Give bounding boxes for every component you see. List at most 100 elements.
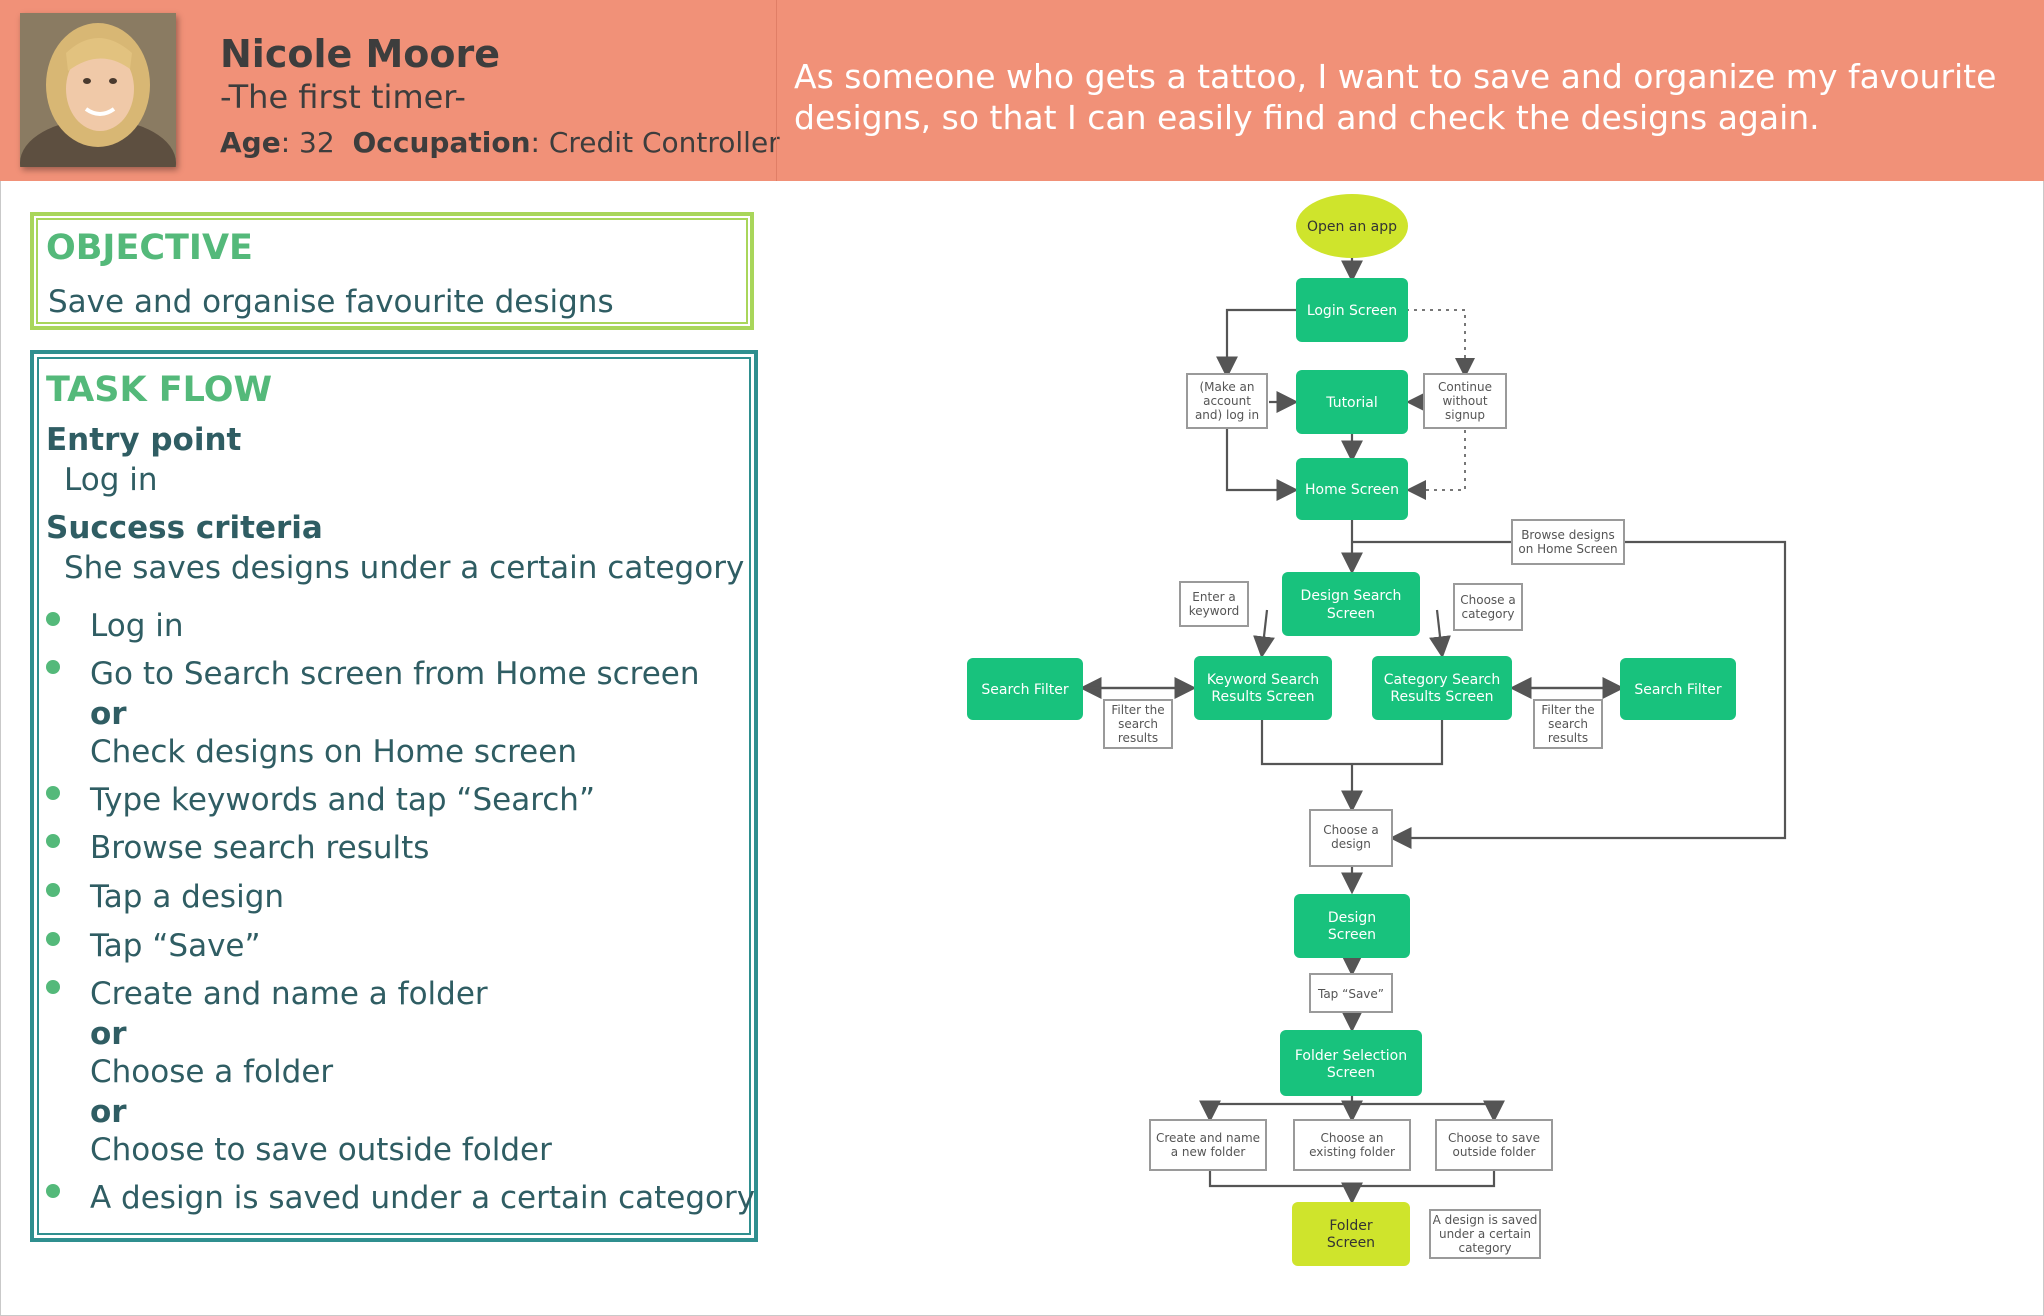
step-item: Check designs on Home screen <box>90 734 577 770</box>
step-item: Log in <box>90 608 184 644</box>
node-design-search-label: Screen <box>1327 606 1375 622</box>
persona-photo <box>20 13 176 167</box>
bullet-icon <box>46 834 60 848</box>
node-design-screen-label: Design <box>1328 910 1376 926</box>
objective-card: OBJECTIVE Save and organise favourite de… <box>30 212 754 330</box>
note-line: category <box>1461 607 1514 621</box>
note-line: outside folder <box>1453 1145 1536 1159</box>
note-create-folder: Create and name a new folder <box>1149 1119 1267 1171</box>
node-design-search-screen: Design Search Screen <box>1282 572 1420 636</box>
note-enter-keyword: Enter a keyword <box>1179 581 1249 627</box>
node-search-filter-label: Search Filter <box>981 682 1068 698</box>
note-line: existing folder <box>1309 1145 1395 1159</box>
success-criteria-value: She saves designs under a certain catego… <box>64 550 745 586</box>
persona-header: Nicole Moore -The first timer- Age: 32 O… <box>0 0 2044 181</box>
objective-title: OBJECTIVE <box>46 228 253 268</box>
or-label: or <box>90 1094 127 1130</box>
note-line: Browse designs <box>1521 528 1615 542</box>
age-value: : 32 <box>280 126 335 159</box>
bullet-icon <box>46 1184 60 1198</box>
note-line: (Make an <box>1199 380 1254 394</box>
step-item: Browse search results <box>90 830 430 866</box>
note-line: Choose an <box>1320 1131 1383 1145</box>
node-open-app-label: Open an app <box>1307 219 1397 235</box>
note-line: category <box>1458 1241 1511 1255</box>
note-choose-design: Choose a design <box>1309 809 1393 867</box>
note-line: Choose to save <box>1448 1131 1540 1145</box>
occupation-value: : Credit Controller <box>530 126 780 159</box>
node-keyword-results-label: Results Screen <box>1211 689 1314 705</box>
header-divider <box>776 0 777 181</box>
note-line: keyword <box>1189 604 1240 618</box>
occupation-label: Occupation <box>352 126 531 159</box>
node-design-search-label: Design Search <box>1301 588 1402 604</box>
node-folder-selection: Folder Selection Screen <box>1280 1030 1422 1096</box>
bullet-icon <box>46 980 60 994</box>
note-line: A design is saved <box>1433 1213 1538 1227</box>
note-line: Choose a <box>1460 593 1515 607</box>
note-continue-without: Continue without signup <box>1423 373 1507 429</box>
note-line: Filter the <box>1541 703 1594 717</box>
step-item: Tap a design <box>90 879 285 915</box>
bullet-icon <box>46 660 60 674</box>
node-category-results-label: Category Search <box>1384 672 1501 688</box>
step-item: Choose a folder <box>90 1054 334 1090</box>
task-flow-card: TASK FLOW Entry point Log in Success cri… <box>30 350 758 1242</box>
node-folder-screen-label: Screen <box>1327 1235 1375 1251</box>
task-flow-title: TASK FLOW <box>46 370 273 410</box>
node-tutorial: Tutorial <box>1296 370 1408 434</box>
entry-point-value: Log in <box>64 462 158 498</box>
note-line: Choose a <box>1323 823 1378 837</box>
node-home-label: Home Screen <box>1305 482 1399 498</box>
bullet-icon <box>46 786 60 800</box>
step-item: Go to Search screen from Home screen <box>90 656 700 692</box>
or-label: or <box>90 696 127 732</box>
note-save-outside: Choose to save outside folder <box>1435 1119 1553 1171</box>
node-category-results: Category Search Results Screen <box>1372 656 1512 720</box>
step-item: A design is saved under a certain catego… <box>90 1180 756 1216</box>
node-folder-screen-label: Folder <box>1329 1218 1373 1234</box>
step-item: Tap “Save” <box>90 928 261 964</box>
or-label: or <box>90 1016 127 1052</box>
note-line: results <box>1118 731 1158 745</box>
persona-name: Nicole Moore <box>220 32 501 76</box>
entry-point-label: Entry point <box>46 422 242 458</box>
node-folder-selection-label: Screen <box>1327 1065 1375 1081</box>
note-line: signup <box>1445 408 1485 422</box>
node-home-screen: Home Screen <box>1296 458 1408 520</box>
note-make-account: (Make an account and) log in <box>1186 373 1268 429</box>
node-login-screen: Login Screen <box>1296 278 1408 342</box>
note-choose-category: Choose a category <box>1453 583 1523 631</box>
note-browse-home: Browse designs on Home Screen <box>1511 519 1625 565</box>
note-line: search <box>1118 717 1158 731</box>
node-search-filter-left: Search Filter <box>967 658 1083 720</box>
node-search-filter-right: Search Filter <box>1620 658 1736 720</box>
step-item: Choose to save outside folder <box>90 1132 552 1168</box>
persona-tagline: -The first timer- <box>220 78 466 116</box>
note-line: a new folder <box>1171 1145 1246 1159</box>
note-filter-left: Filter the search results <box>1103 699 1173 749</box>
note-line: without <box>1442 394 1487 408</box>
note-line: design <box>1331 837 1371 851</box>
node-keyword-results: Keyword Search Results Screen <box>1194 656 1332 720</box>
note-line: Filter the <box>1111 703 1164 717</box>
step-item: Create and name a folder <box>90 976 488 1012</box>
node-folder-selection-label: Folder Selection <box>1295 1048 1407 1064</box>
note-line: Create and name <box>1156 1131 1260 1145</box>
node-open-app: Open an app <box>1296 194 1408 258</box>
persona-meta: Age: 32 Occupation: Credit Controller <box>220 126 780 159</box>
user-story: As someone who gets a tattoo, I want to … <box>794 57 1997 137</box>
note-tap-save: Tap “Save” <box>1309 973 1393 1013</box>
node-keyword-results-label: Keyword Search <box>1207 672 1319 688</box>
note-line: results <box>1548 731 1588 745</box>
age-label: Age <box>220 126 281 159</box>
bullet-icon <box>46 932 60 946</box>
note-line: on Home Screen <box>1518 542 1617 556</box>
note-saved-category: A design is saved under a certain catego… <box>1429 1209 1541 1259</box>
node-tutorial-label: Tutorial <box>1325 395 1377 411</box>
note-line: Tap “Save” <box>1317 987 1384 1001</box>
note-line: account <box>1203 394 1251 408</box>
note-choose-existing: Choose an existing folder <box>1293 1119 1411 1171</box>
node-login-label: Login Screen <box>1307 303 1397 319</box>
